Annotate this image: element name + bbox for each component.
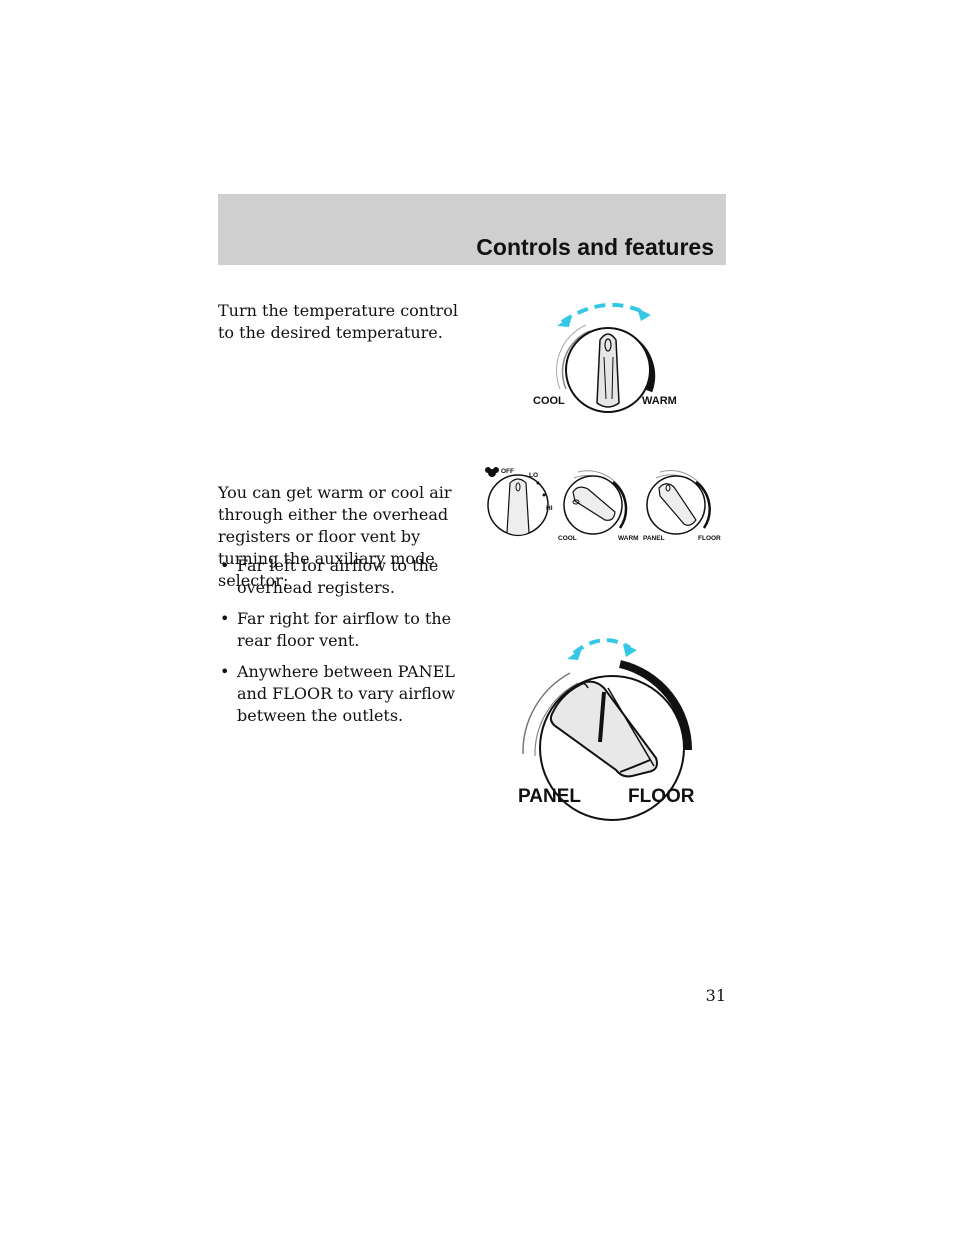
bullet-text: Far right for airflow to the rear floor … (237, 609, 452, 650)
bullet-icon: • (220, 609, 230, 628)
header-band: Controls and features (218, 194, 726, 265)
mode-knob-figure: PANEL FLOOR (500, 630, 705, 821)
fan-knob: OFF LO HI (485, 467, 553, 537)
bullet-icon: • (220, 556, 230, 575)
mode-intro: You can get warm or cool air through eit… (218, 483, 452, 590)
fan-lo-label: LO (529, 472, 538, 479)
temperature-instruction: Turn the temperature control to the desi… (218, 301, 458, 342)
bullet-item: • Far right for airflow to the rear floo… (218, 608, 468, 652)
panel-label: PANEL (518, 786, 581, 807)
bullet-item: • Far left for airflow to the overhead r… (218, 555, 468, 599)
panel-label-small: PANEL (643, 535, 665, 542)
bullet-text: Anywhere between PANEL and FLOOR to vary… (237, 662, 456, 725)
temperature-knob-small: COOL WARM (558, 470, 639, 542)
bullet-icon: • (220, 662, 230, 681)
page-number: 31 (705, 986, 726, 1005)
temperature-knob-illustration: COOL WARM (533, 302, 677, 413)
mode-knob-illustration: PANEL FLOOR (518, 638, 695, 821)
rotation-arrow (560, 302, 646, 324)
arrow-head-left-icon (567, 648, 582, 660)
arrow-head-right-icon (637, 308, 651, 321)
mode-knob-small: PANEL FLOOR (643, 470, 721, 542)
cool-label: COOL (533, 395, 565, 407)
arrow-head-left-icon (557, 315, 572, 327)
knob-handle (596, 333, 620, 408)
section-title: Controls and features (476, 234, 714, 260)
cool-label-small: COOL (558, 535, 577, 542)
control-panel-figure: OFF LO HI COOL WARM PANEL FLOOR (478, 462, 726, 544)
bullet-item: • Anywhere between PANEL and FLOOR to va… (218, 661, 468, 727)
knob-handle (549, 680, 658, 778)
fan-hi-label: HI (546, 505, 553, 512)
fan-off-label: OFF (501, 468, 514, 475)
warm-label: WARM (642, 395, 677, 407)
bullet-text: Far left for airflow to the overhead reg… (237, 556, 439, 597)
temperature-knob-figure: COOL WARM (520, 295, 690, 420)
warm-label-small: WARM (618, 535, 639, 542)
rotation-arrow (572, 638, 632, 655)
floor-label: FLOOR (628, 786, 695, 807)
control-panel-illustration: OFF LO HI COOL WARM PANEL FLOOR (485, 467, 721, 542)
arrow-head-right-icon (623, 644, 637, 657)
floor-label-small: FLOOR (698, 535, 721, 542)
